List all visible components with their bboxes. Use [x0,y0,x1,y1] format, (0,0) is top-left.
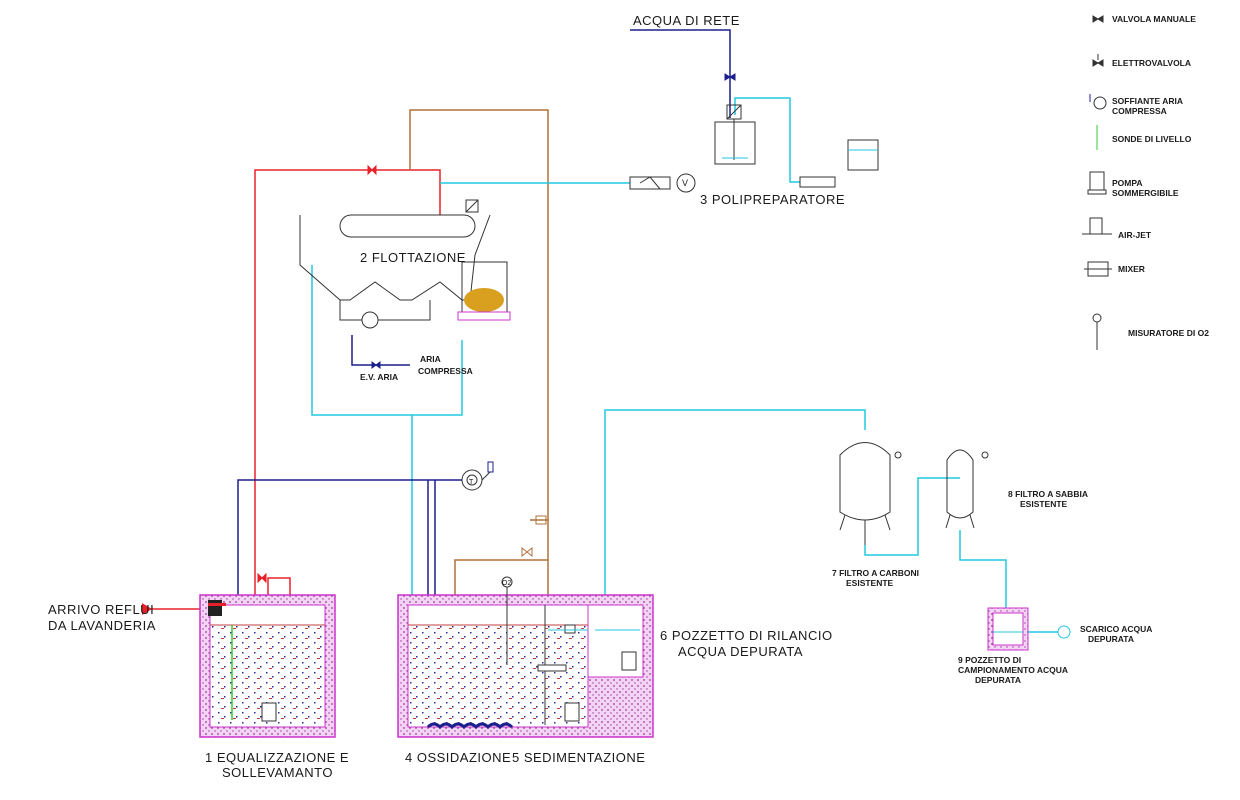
legend-pump-label: POMPA [1112,178,1143,188]
aria-label: ARIA [420,354,441,364]
brown-pipes [409,109,549,610]
pozzetto-rilancio-label: 6 POZZETTO DI RILANCIO [660,628,833,643]
sludge-container [464,288,504,312]
tank-equalization [199,594,336,738]
red-influent-pipes [148,169,441,610]
o2-label: O2 [502,580,511,587]
carbon-filter [839,442,902,545]
o2-meter-icon [1092,313,1102,350]
scarico-depurata-label: DEPURATA [1088,634,1134,644]
compressa-label: COMPRESSA [418,366,473,376]
discharge-outlet [1057,625,1071,639]
ev-aria-label: E.V. ARIA [360,372,398,382]
legend-mixer-label: MIXER [1118,264,1145,274]
sand-filter [945,449,989,529]
da-lavanderia-label: DA LAVANDERIA [48,618,156,633]
air-jet-icon [1082,217,1112,235]
pozzetto-camp-label-2: CAMPIONAMENTO ACQUA [958,665,1068,675]
solenoid-valve-icon [1092,54,1104,67]
o2-meter-icon [501,576,513,665]
air-blower-icon [461,461,494,491]
manual-valve-icon [1092,15,1104,23]
filtro-carboni-label: 7 FILTRO A CARBONI [832,568,919,578]
mixer-icon [1084,261,1112,277]
pozzetto-camp-label-1: 9 POZZETTO DI [958,655,1021,665]
acqua-depurata-label: ACQUA DEPURATA [678,644,803,659]
sollevamanto-label: SOLLEVAMANTO [222,765,333,780]
scarico-label: SCARICO ACQUA [1080,624,1152,634]
brown-valves [521,515,547,558]
legend-blower-label2: COMPRESSA [1112,106,1167,116]
polypreparator-unit [629,104,879,193]
acqua-di-rete-label: ACQUA DI RETE [633,13,740,28]
legend-o2-label: MISURATORE DI O2 [1128,328,1209,338]
sludge-tray [457,311,511,321]
filtro-sabbia-esistente-label: ESISTENTE [1020,499,1068,509]
filtro-sabbia-label: 8 FILTRO A SABBIA [1008,489,1088,499]
legend-airjet-label: AIR-JET [1118,230,1152,240]
influent-arrow [142,603,152,615]
legend-probe-label: SONDE DI LIVELLO [1112,134,1192,144]
flottazione-label: 2 FLOTTAZIONE [360,250,466,265]
filtro-carboni-esistente-label: ESISTENTE [846,578,894,588]
legend-pump-label2: SOMMERGIBILE [1112,188,1179,198]
pozzetto-camp-label-3: DEPURATA [975,675,1021,685]
tank-oxidation [397,594,654,738]
legend: VALVOLA MANUALE ELETTROVALVOLA SOFFIANTE… [1082,14,1209,350]
ossidazione-label: 4 OSSIDAZIONE [405,750,511,765]
submersible-pump-icon [1087,171,1107,195]
polipreparatore-label: 3 POLIPREPARATORE [700,192,845,207]
equalizzazione-label: 1 EQUALIZZAZIONE E [205,750,349,765]
sedimentazione-label: 5 SEDIMENTAZIONE [512,750,645,765]
air-blower-icon [1089,94,1107,110]
legend-solenoid-label: ELETTROVALVOLA [1112,58,1191,68]
solenoid-valve-icon [371,73,736,369]
legend-blower-label: SOFFIANTE ARIA [1112,96,1183,106]
t-label: T [469,479,474,486]
sampling-well [987,607,1029,651]
valve-symbols [257,164,377,584]
arrivo-reflui-label: ARRIVO REFLUI [48,602,154,617]
legend-manual-valve-label: VALVOLA MANUALE [1112,14,1196,24]
v-label: V [682,178,688,188]
